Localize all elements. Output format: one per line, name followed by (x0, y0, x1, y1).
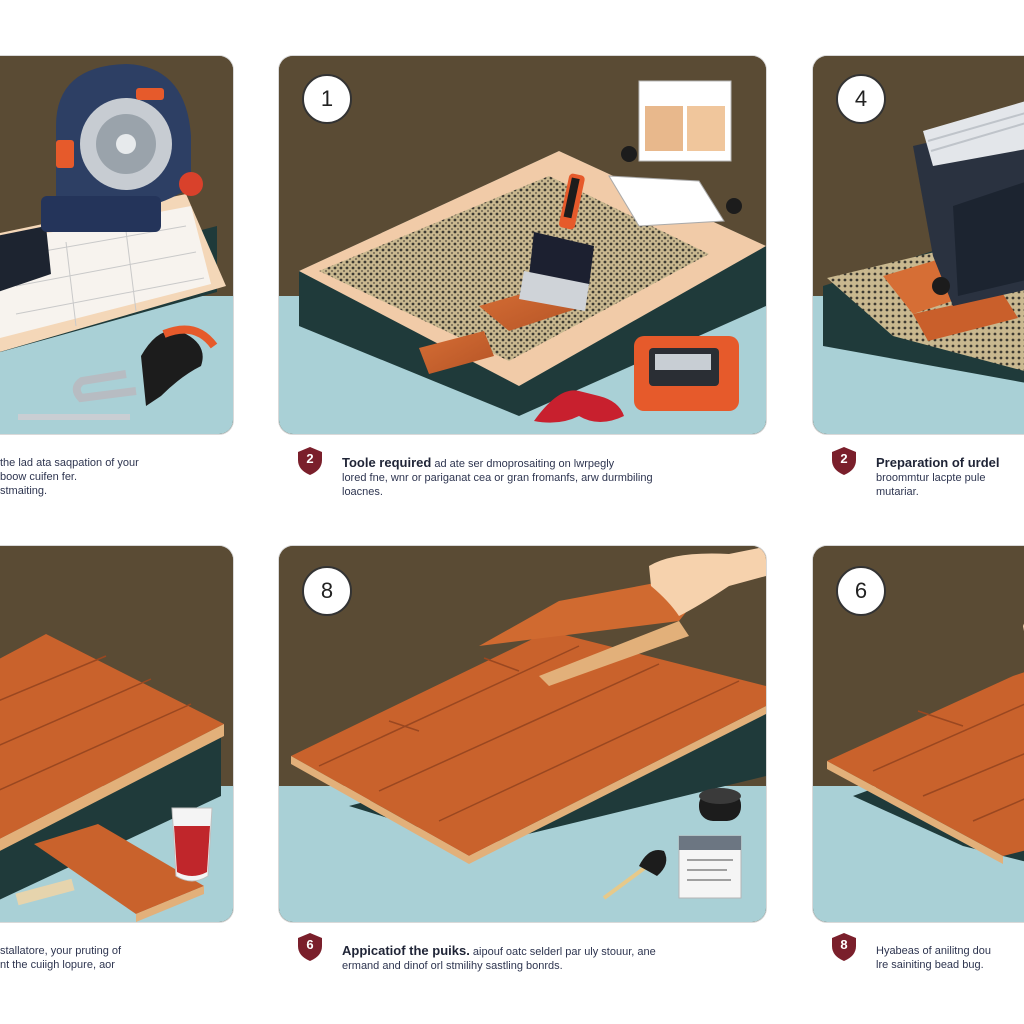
caption-line: mutariar. (876, 486, 919, 498)
step-panel-planks (0, 546, 233, 922)
tape-measure-illustration (0, 56, 233, 434)
caption-step-2: Toole required ad ate ser dmoprosaiting … (342, 456, 762, 499)
caption-line: Hyabeas of anilitng dou (876, 945, 991, 957)
caption-line: lored fne, wnr or pariganat cea or gran … (342, 472, 653, 484)
caption-lead: Preparation of urdel (876, 456, 1000, 470)
shield-number-label: 2 (306, 451, 314, 466)
shield-number-icon: 2 (297, 446, 323, 476)
shield-number-label: 6 (306, 937, 314, 952)
shield-number-icon: 2 (831, 446, 857, 476)
caption-line: ermand and dinof orl stmilihy sastling b… (342, 960, 563, 972)
shield-number-label: 8 (840, 937, 848, 952)
caption-line: broommtur lacpte pule (876, 472, 986, 484)
step-panel-saw (813, 56, 1024, 434)
caption-line: nt the cuiigh lopure, aor (0, 959, 115, 971)
caption-line: loacnes. (342, 486, 383, 498)
step-panel-tape-measure (0, 56, 233, 434)
caption-step-1: the lad ata saqpation of your boow cuife… (0, 456, 230, 498)
caption-step-3: Preparation of urdel broommtur lacpte pu… (876, 456, 1024, 499)
laid-planks-illustration (0, 546, 233, 922)
shield-number-icon: 8 (831, 932, 857, 962)
caption-step-6: Hyabeas of anilitng dou lre sainiting be… (876, 944, 1024, 972)
step-panel-adhesive (279, 56, 766, 434)
caption-lead: Toole required (342, 456, 432, 470)
step-panel-fitting (279, 546, 766, 922)
caption-step-5: Appicatiof the puiks. aipouf oatc selder… (342, 944, 762, 973)
step-number-badge: 4 (836, 74, 886, 124)
caption-line: boow cuifen fer. (0, 471, 78, 483)
caption-step-4: stallatore, your pruting of nt the cuiig… (0, 944, 230, 972)
caption-line: stallatore, your pruting of (0, 945, 122, 957)
shield-number-icon: 6 (297, 932, 323, 962)
step-number-badge: 6 (836, 566, 886, 616)
caption-line: ad ate ser dmoprosaiting on lwrpegly (431, 458, 615, 470)
adhesive-spreading-illustration (279, 56, 766, 434)
fitting-planks-illustration (279, 546, 766, 922)
caption-lead: Appicatiof the puiks. (342, 944, 470, 958)
caption-line: aipouf oatc selderl par uly stouur, ane (469, 946, 656, 958)
caption-line: lre sainiting bead bug. (876, 959, 984, 971)
shield-number-label: 2 (840, 451, 848, 466)
caption-line: the lad ata saqpation of your (0, 457, 139, 469)
step-number-badge: 8 (302, 566, 352, 616)
table-saw-illustration (813, 56, 1024, 434)
step-number-badge: 1 (302, 74, 352, 124)
caption-line: stmaiting. (0, 485, 48, 497)
